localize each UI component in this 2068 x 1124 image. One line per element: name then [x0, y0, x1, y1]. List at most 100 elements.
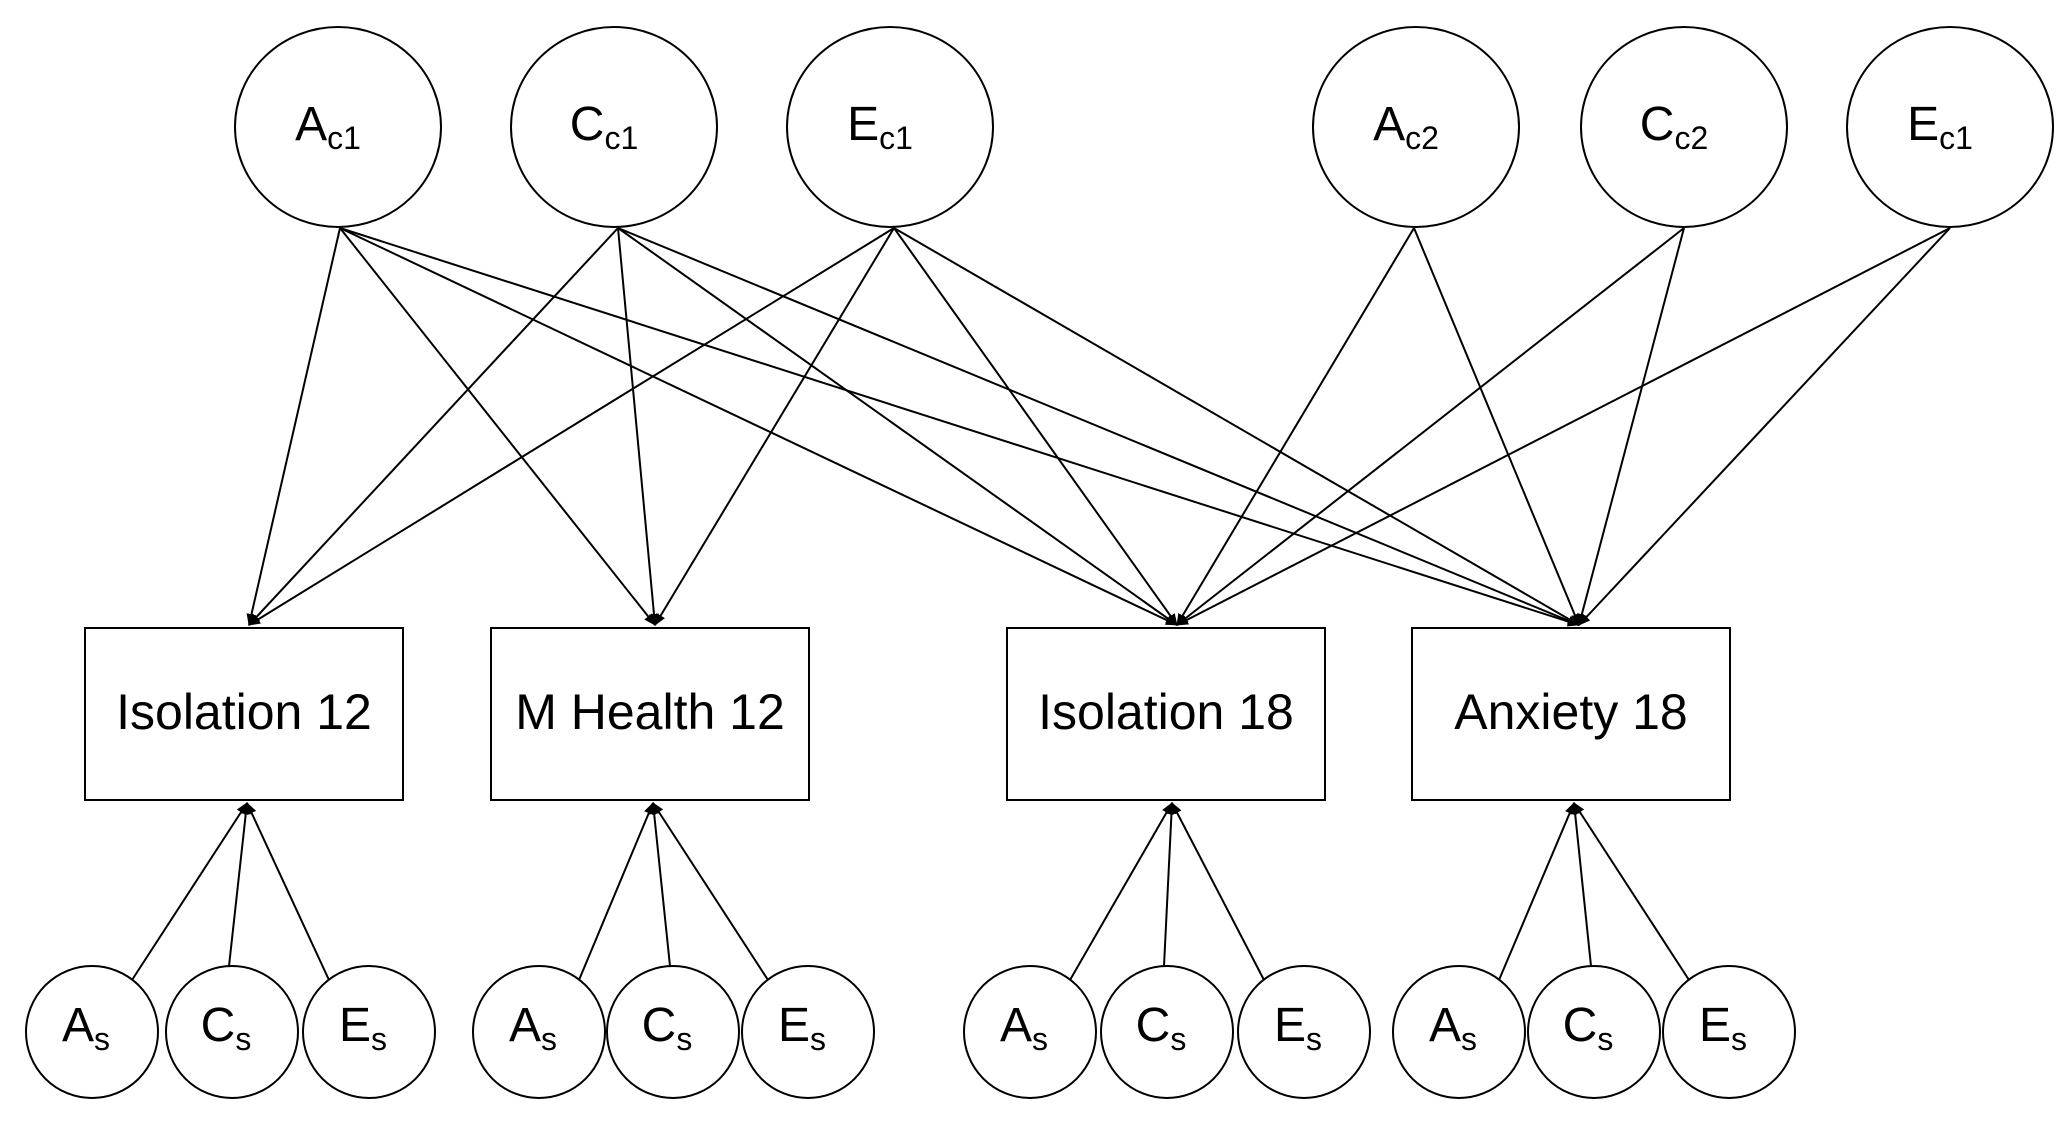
factor-base-letter: C	[201, 999, 236, 1052]
factor-subscript: s	[235, 1021, 251, 1057]
specific-path-arrow	[1069, 802, 1173, 981]
path-arrow	[1576, 227, 1685, 626]
specific-path-arrow	[1163, 802, 1177, 967]
factor-label: As	[509, 999, 557, 1058]
measured-variable-node: M Health 12	[490, 627, 810, 801]
path-arrow	[248, 227, 895, 626]
specific-factor-node: As	[963, 965, 1097, 1099]
factor-subscript: c1	[1939, 120, 1973, 156]
factor-subscript: s	[810, 1021, 826, 1057]
factor-label: Es	[1699, 999, 1747, 1058]
measured-variable-node: Isolation 18	[1006, 627, 1326, 801]
factor-base-letter: C	[1563, 999, 1598, 1052]
factor-subscript: c1	[327, 120, 361, 156]
factor-base-letter: C	[1640, 98, 1675, 151]
factor-base-letter: E	[339, 999, 371, 1052]
specific-path-arrow	[131, 802, 248, 981]
specific-factor-node: As	[1392, 965, 1526, 1099]
specific-path-arrow	[652, 802, 769, 981]
factor-label: Cc2	[1640, 98, 1708, 157]
factor-subscript: s	[1170, 1021, 1186, 1057]
factor-base-letter: A	[1000, 999, 1032, 1052]
factor-label: Ec1	[847, 98, 913, 157]
factor-label: Es	[778, 999, 826, 1058]
measure-label: Isolation 18	[1038, 684, 1294, 740]
factor-label: Es	[339, 999, 387, 1058]
path-arrow	[654, 227, 895, 626]
factor-circle	[1662, 965, 1796, 1099]
factor-subscript: s	[1032, 1021, 1048, 1057]
path-arrow	[617, 227, 1580, 626]
factor-ellipse	[786, 26, 994, 228]
factor-label: Ac2	[1373, 98, 1439, 157]
factor-base-letter: E	[1699, 999, 1731, 1052]
common-factor-node: Ac1	[234, 26, 442, 228]
factor-ellipse	[510, 26, 718, 228]
common-factor-node: Cc1	[510, 26, 718, 228]
path-arrow	[893, 227, 1580, 626]
path-arrow	[1176, 227, 1685, 626]
specific-path-arrow	[1573, 802, 1690, 981]
common-factor-node: Ec1	[1846, 26, 2054, 228]
factor-base-letter: C	[1136, 999, 1171, 1052]
path-arrow	[617, 227, 1178, 626]
factor-label: Ac1	[295, 98, 361, 157]
specific-path-arrow	[1171, 802, 1265, 981]
path-arrow	[1176, 227, 1415, 626]
measure-box	[84, 627, 404, 801]
factor-base-letter: E	[778, 999, 810, 1052]
path-arrow	[339, 227, 1178, 626]
factor-label: Es	[1274, 999, 1322, 1058]
measure-box	[1411, 627, 1731, 801]
specific-factor-node: Es	[1237, 965, 1371, 1099]
factor-circle	[1237, 965, 1371, 1099]
factor-circle	[165, 965, 299, 1099]
factor-subscript: s	[541, 1021, 557, 1057]
factor-base-letter: A	[62, 999, 94, 1052]
path-arrows	[131, 227, 1951, 981]
factor-label: Cs	[1563, 999, 1614, 1058]
factor-ellipse	[1312, 26, 1520, 228]
factor-subscript: s	[371, 1021, 387, 1057]
factor-circle	[1392, 965, 1526, 1099]
factor-label: As	[1000, 999, 1048, 1058]
path-arrow	[246, 227, 341, 626]
measure-box	[1006, 627, 1326, 801]
specific-factor-node: Es	[1662, 965, 1796, 1099]
factor-base-letter: A	[295, 98, 327, 151]
measure-label: Isolation 12	[116, 684, 372, 740]
factor-subscript: s	[1461, 1021, 1477, 1057]
specific-path-arrow	[1498, 802, 1575, 981]
factor-ellipse	[1846, 26, 2054, 228]
factor-subscript: c1	[879, 120, 913, 156]
specific-path-arrow	[578, 802, 654, 981]
measure-label: M Health 12	[515, 684, 785, 740]
factor-label: Cc1	[570, 98, 638, 157]
factor-label: Ec1	[1907, 98, 1973, 157]
measured-variable-node: Anxiety 18	[1411, 627, 1731, 801]
factor-circle	[963, 965, 1097, 1099]
specific-factor-node: Es	[741, 965, 875, 1099]
factor-base-letter: A	[509, 999, 541, 1052]
measure-box	[490, 627, 810, 801]
factor-base-letter: E	[1274, 999, 1306, 1052]
factor-base-letter: E	[1907, 98, 1939, 151]
common-factor-node: Cc2	[1580, 26, 1788, 228]
path-arrow	[339, 227, 1580, 627]
factor-base-letter: E	[847, 98, 879, 151]
factor-label: As	[62, 999, 110, 1058]
specific-factor-node: As	[472, 965, 606, 1099]
measured-variables: Isolation 12 M Health 12 Isolation 18 Anxie…	[84, 627, 1731, 801]
factor-label: Cs	[642, 999, 693, 1058]
factor-circle	[1100, 965, 1234, 1099]
specific-path-arrow	[649, 802, 671, 967]
factor-subscript: c2	[1405, 120, 1439, 156]
factor-ellipse	[1580, 26, 1788, 228]
factor-subscript: s	[94, 1021, 110, 1057]
factor-subscript: c1	[604, 120, 638, 156]
path-arrow	[893, 227, 1178, 626]
specific-path-arrow	[1570, 802, 1592, 967]
factor-subscript: c2	[1674, 120, 1708, 156]
